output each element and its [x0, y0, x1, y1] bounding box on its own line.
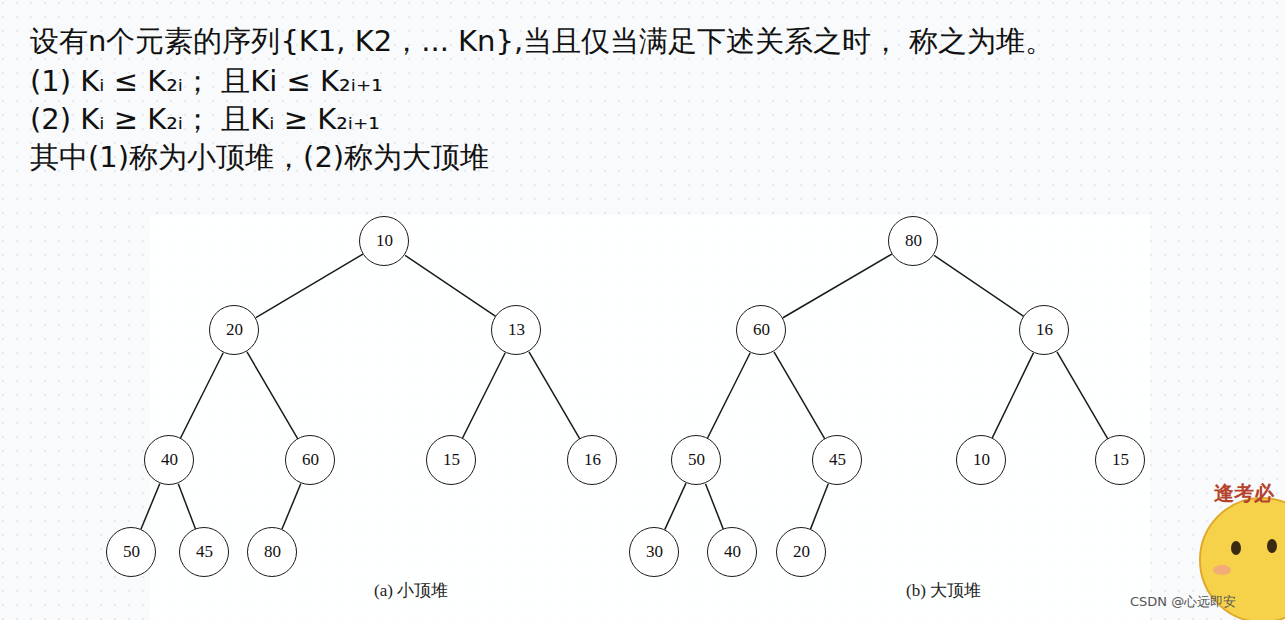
node-value: 40: [724, 542, 741, 562]
tree-edge: [181, 353, 224, 438]
tree-edge: [256, 254, 363, 317]
tree-edge: [783, 254, 892, 318]
condition-text: (1) Kᵢ ≤ K₂ᵢ； 且Ki ≤ K₂ᵢ₊₁: [30, 62, 383, 102]
note-text: 其中(1)称为小顶堆，(2)称为大顶堆: [30, 138, 489, 178]
tree-edge: [141, 483, 160, 529]
intro-text: 设有n个元素的序列{K1, K2，... Kn},当且仅当满足下述关系之时， 称…: [30, 22, 1054, 62]
node-value: 16: [584, 450, 601, 470]
node-value: 50: [123, 542, 140, 562]
node-value: 60: [302, 450, 319, 470]
node-value: 15: [443, 450, 460, 470]
node-value: 15: [1112, 450, 1129, 470]
tree-edge: [708, 353, 751, 438]
tree-edge: [706, 484, 724, 529]
node-value: 80: [905, 231, 922, 251]
node-value: 10: [376, 231, 393, 251]
node-value: 16: [1036, 320, 1053, 340]
node-value: 80: [264, 542, 281, 562]
node-value: 20: [793, 542, 810, 562]
node-value: 50: [688, 450, 705, 470]
tree-edge: [992, 353, 1033, 438]
node-value: 20: [226, 320, 243, 340]
sticker-text: 逢考必: [1214, 480, 1274, 507]
tree-edge: [178, 484, 195, 529]
tree-edge: [529, 352, 580, 439]
node-value: 60: [753, 320, 770, 340]
node-value: 45: [196, 542, 213, 562]
node-value: 45: [829, 450, 846, 470]
tree-edge: [247, 352, 298, 439]
tree-edge: [665, 483, 686, 530]
tree-edge: [405, 255, 496, 316]
figure-caption: (b) 大顶堆: [906, 579, 981, 602]
tree-edge: [811, 484, 829, 529]
tree-edge: [463, 353, 506, 438]
tree-edge: [1057, 352, 1108, 439]
node-value: 13: [508, 320, 525, 340]
tree-edge: [934, 255, 1024, 316]
node-value: 10: [973, 450, 990, 470]
watermark: CSDN @心远即安: [1130, 593, 1236, 611]
tree-edge: [774, 352, 825, 439]
tree-edge: [282, 483, 301, 529]
condition-text: (2) Kᵢ ≥ K₂ᵢ； 且Kᵢ ≥ K₂ᵢ₊₁: [30, 100, 380, 140]
figure-caption: (a) 小顶堆: [374, 579, 448, 602]
node-value: 40: [161, 450, 178, 470]
node-value: 30: [646, 542, 663, 562]
